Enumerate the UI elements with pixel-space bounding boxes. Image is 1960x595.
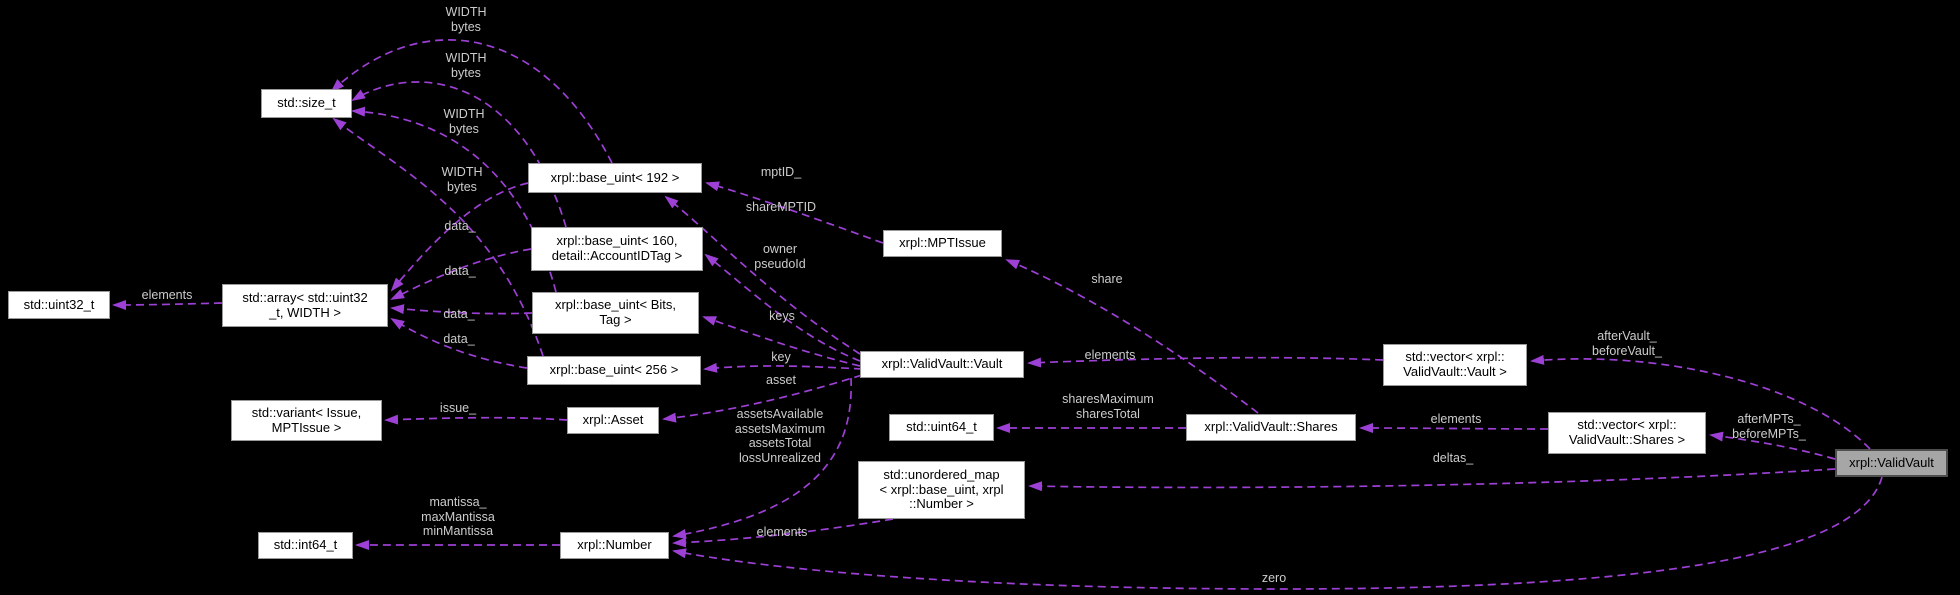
node-xrpl-validvault-shares[interactable]: xrpl::ValidVault::Shares (1186, 414, 1356, 441)
edge-label-mantissa: mantissa_ maxMantissa minMantissa (421, 495, 495, 538)
edge-keys (702, 316, 861, 367)
edge-label-data-1: data_ (444, 219, 476, 233)
node-std-variant[interactable]: std::variant< Issue, MPTIssue > (231, 400, 382, 441)
edge-label-deltas: deltas_ (1432, 451, 1474, 465)
edge-label-width-bytes-1: WIDTH bytes (445, 5, 487, 34)
node-std-size-t[interactable]: std::size_t (261, 89, 352, 118)
edge-zero (672, 476, 1883, 590)
node-xrpl-validvault-current: xrpl::ValidVault (1835, 449, 1948, 477)
node-std-array[interactable]: std::array< std::uint32 _t, WIDTH > (222, 284, 388, 327)
edge-label-width-bytes-2: WIDTH bytes (445, 51, 487, 80)
edge-data-3 (390, 304, 533, 315)
edge-label-elements-vecshares: elements (1430, 412, 1482, 426)
node-xrpl-base-uint-160-accountidtag[interactable]: xrpl::base_uint< 160, detail::AccountIDT… (531, 227, 703, 271)
edge-width-bytes-4 (332, 117, 544, 357)
edge-label-keys: keys (769, 309, 795, 323)
edge-sharemptid (664, 195, 861, 355)
edge-data-4 (390, 317, 528, 369)
edge-deltas (1028, 468, 1836, 492)
edge-label-data-2: data_ (444, 264, 476, 278)
edge-mptid (705, 181, 884, 244)
node-std-uint64-t[interactable]: std::uint64_t (889, 414, 994, 441)
edge-share (1005, 259, 1259, 414)
node-xrpl-number[interactable]: xrpl::Number (560, 532, 669, 559)
edge-elements-array (112, 299, 223, 310)
edge-issue (384, 414, 568, 425)
edge-label-data-3: data_ (443, 307, 475, 321)
edge-width-bytes-2 (351, 81, 567, 228)
node-xrpl-validvault-vault[interactable]: xrpl::ValidVault::Vault (860, 351, 1024, 378)
node-std-vector-shares[interactable]: std::vector< xrpl:: ValidVault::Shares > (1548, 412, 1706, 454)
edge-width-bytes-1 (330, 39, 613, 164)
edge-asset (662, 374, 863, 423)
edge-label-elements-array: elements (141, 288, 193, 302)
node-xrpl-base-uint-192[interactable]: xrpl::base_uint< 192 > (528, 163, 702, 193)
edge-label-key: key (771, 350, 791, 364)
node-std-vector-vault[interactable]: std::vector< xrpl:: ValidVault::Vault > (1383, 344, 1527, 386)
edge-label-data-4: data_ (443, 332, 475, 346)
edge-label-sharesmaximum: sharesMaximum sharesTotal (1062, 392, 1154, 421)
edge-label-assets: assetsAvailable assetsMaximum assetsTota… (734, 407, 826, 465)
edge-label-zero: zero (1261, 571, 1287, 585)
edge-label-elements-vecvault: elements (1084, 348, 1136, 362)
edge-label-asset: asset (766, 373, 796, 387)
edge-label-mptid: mptID_ (760, 165, 802, 179)
edge-label-aftermpts: afterMPTs_ beforeMPTs_ (1732, 412, 1806, 441)
edge-label-aftervault: afterVault_ beforeVault_ (1592, 329, 1662, 358)
edge-aftermpts (1709, 431, 1836, 460)
edge-label-sharemptid: shareMPTID (745, 200, 817, 214)
edge-label-elements-map: elements (756, 525, 808, 539)
edge-aftervault (1530, 354, 1871, 450)
node-xrpl-asset[interactable]: xrpl::Asset (567, 407, 659, 434)
edge-label-width-bytes-4: WIDTH bytes (441, 165, 483, 194)
edge-data-2 (390, 248, 532, 300)
edge-key (703, 362, 863, 373)
node-std-unordered-map[interactable]: std::unordered_map < xrpl::base_uint, xr… (858, 461, 1025, 519)
node-std-uint32-t[interactable]: std::uint32_t (8, 291, 110, 319)
edge-label-share: share (1091, 272, 1123, 286)
edge-elements-vecvault (1027, 356, 1384, 368)
edge-data-1 (390, 182, 529, 292)
node-xrpl-mptissue[interactable]: xrpl::MPTIssue (883, 230, 1002, 257)
node-std-int64-t[interactable]: std::int64_t (258, 532, 353, 559)
node-xrpl-base-uint-bits-tag[interactable]: xrpl::base_uint< Bits, Tag > (532, 292, 699, 334)
edge-elements-vecshares (1359, 423, 1549, 434)
edge-elements-map (672, 518, 894, 548)
edge-assets (672, 377, 852, 539)
node-xrpl-base-uint-256[interactable]: xrpl::base_uint< 256 > (527, 356, 701, 385)
edge-label-width-bytes-3: WIDTH bytes (443, 107, 485, 136)
edge-label-owner-pseudoid: owner pseudoId (754, 242, 806, 271)
edge-label-issue: issue_ (439, 401, 477, 415)
